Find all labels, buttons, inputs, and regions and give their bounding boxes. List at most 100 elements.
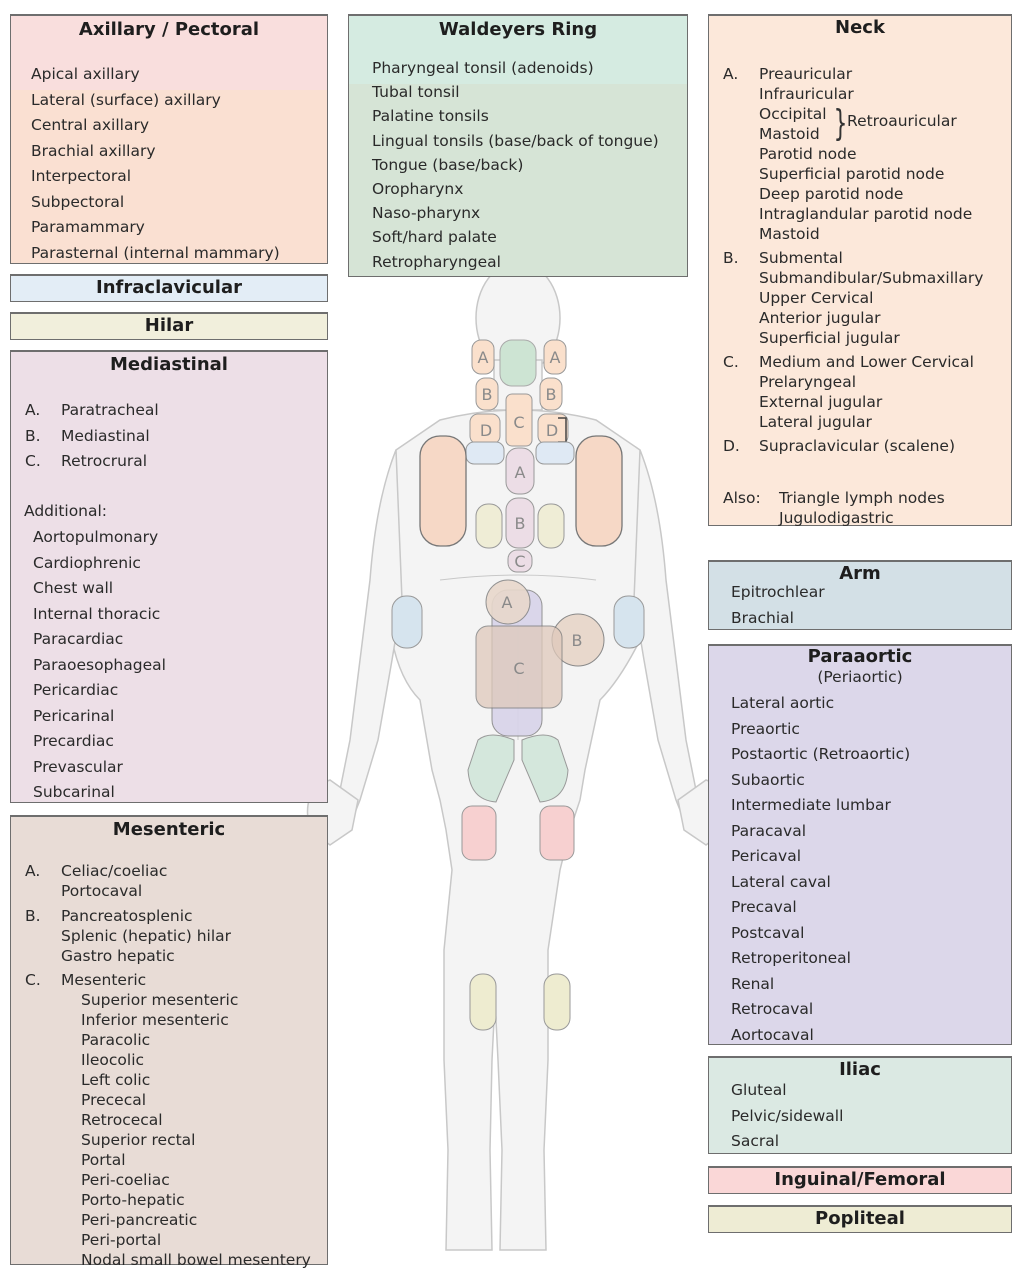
list-item: Prevascular [33, 755, 166, 781]
waldeyer-region [500, 340, 536, 386]
paraaortic-list: Lateral aortic Preaortic Postaortic (Ret… [731, 691, 910, 1048]
inguinal-right-region [540, 806, 574, 860]
list-item: Prececal [61, 1090, 311, 1110]
list-item: Internal thoracic [33, 602, 166, 628]
neck-d-right-label: D [546, 421, 558, 440]
popliteal-panel: Popliteal [708, 1205, 1012, 1233]
iliac-list: Gluteal Pelvic/sidewall Sacral [731, 1078, 843, 1155]
retroauricular-brace: } [834, 104, 848, 144]
list-item: Inferior mesenteric [61, 1010, 311, 1030]
mediastinal-groups: A.Paratracheal B.Mediastinal C.Retrocrur… [25, 398, 159, 475]
paraaortic-panel: Paraaortic (Periaortic) Lateral aortic P… [708, 644, 1012, 1045]
popliteal-title: Popliteal [709, 1207, 1011, 1231]
list-item: Medium and Lower Cervical [759, 352, 974, 372]
list-item: Peri-pancreatic [61, 1210, 311, 1230]
mediastinal-additional-label: Additional: [24, 502, 107, 520]
list-item: Oropharynx [372, 177, 659, 201]
paraaortic-title: Paraaortic [709, 647, 1011, 667]
iliac-panel: Iliac Gluteal Pelvic/sidewall Sacral [708, 1056, 1012, 1154]
list-item: C.Retrocrural [25, 449, 159, 475]
waldeyer-panel: Waldeyers Ring Pharyngeal tonsil (adenoi… [348, 14, 688, 277]
neck-also: Also: Triangle lymph nodes Jugulodigastr… [723, 488, 945, 528]
list-item: Submental [759, 248, 983, 268]
list-item: Superficial parotid node [759, 164, 972, 184]
axillary-list: Apical axillary Lateral (surface) axilla… [31, 62, 280, 266]
arm-left-region [392, 596, 422, 648]
list-item: Pericaval [731, 844, 910, 870]
inguinal-title: Inguinal/Femoral [709, 1168, 1011, 1192]
list-item: Pharyngeal tonsil (adenoids) [372, 56, 659, 80]
neck-group-letter: B. [723, 248, 759, 348]
retroauricular-label: Retroauricular [847, 112, 957, 130]
mesenteric-group-letter: C. [25, 970, 61, 1270]
waldeyer-list: Pharyngeal tonsil (adenoids) Tubal tonsi… [372, 56, 659, 274]
list-item: Peri-portal [61, 1230, 311, 1250]
inguinal-left-region [462, 806, 496, 860]
neck-group-letter: D. [723, 436, 759, 456]
neck-a-left-label: A [478, 348, 489, 367]
list-item: Superficial jugular [759, 328, 983, 348]
neck-a-right-label: A [550, 348, 561, 367]
hilar-title: Hilar [11, 314, 327, 338]
list-item: Lateral aortic [731, 691, 910, 717]
list-item: Retrocecal [61, 1110, 311, 1130]
infraclavicular-left-region [466, 442, 504, 464]
mediastinal-panel: Mediastinal A.Paratracheal B.Mediastinal… [10, 350, 328, 803]
list-item: Gastro hepatic [61, 946, 231, 966]
list-item: Postaortic (Retroaortic) [731, 742, 910, 768]
neck-group-d: D. Supraclavicular (scalene) [723, 436, 955, 456]
list-item: Soft/hard palate [372, 225, 659, 249]
list-item: Porto-hepatic [61, 1190, 311, 1210]
list-item: Brachial axillary [31, 139, 280, 165]
mesenteric-group-letter: A. [25, 861, 61, 901]
inguinal-panel: Inguinal/Femoral [708, 1166, 1012, 1194]
neck-c-label: C [513, 413, 524, 432]
mesenteric-c-label: C [513, 659, 524, 678]
list-item: Pericardiac [33, 678, 166, 704]
mesenteric-group-b: B. Pancreatosplenic Splenic (hepatic) hi… [25, 906, 231, 966]
list-item: Chest wall [33, 576, 166, 602]
list-item: Precaval [731, 895, 910, 921]
list-item: Submandibular/Submaxillary [759, 268, 983, 288]
axillary-right-region [576, 436, 622, 546]
list-item: Celiac/coeliac [61, 861, 167, 881]
list-item: Splenic (hepatic) hilar [61, 926, 231, 946]
list-item: Epitrochlear [731, 580, 825, 606]
list-item: Anterior jugular [759, 308, 983, 328]
list-item: Paracaval [731, 819, 910, 845]
list-item: Superior mesenteric [61, 990, 311, 1010]
neck-group-letter: C. [723, 352, 759, 432]
list-item: Paracardiac [33, 627, 166, 653]
neck-also-label: Also: [723, 488, 779, 528]
list-item: Peri-coeliac [61, 1170, 311, 1190]
list-item: Portocaval [61, 881, 167, 901]
list-item: Prelaryngeal [759, 372, 974, 392]
list-item: Subcarinal [33, 780, 166, 806]
mediastinal-a-label: A [515, 463, 526, 482]
list-item: Gluteal [731, 1078, 843, 1104]
neck-d-left-label: D [480, 421, 492, 440]
mesenteric-b-label: B [572, 631, 583, 650]
list-item: Upper Cervical [759, 288, 983, 308]
list-item: Paramammary [31, 215, 280, 241]
list-item: Mesenteric [61, 970, 311, 990]
axillary-title: Axillary / Pectoral [11, 19, 327, 41]
list-item: Precardiac [33, 729, 166, 755]
infraclavicular-panel: Infraclavicular [10, 274, 328, 302]
mesenteric-panel: Mesenteric A. Celiac/coeliac Portocaval … [10, 815, 328, 1265]
list-item: B.Mediastinal [25, 424, 159, 450]
list-item: Pancreatosplenic [61, 906, 231, 926]
mesenteric-group-a: A. Celiac/coeliac Portocaval [25, 861, 167, 901]
list-item: Lateral caval [731, 870, 910, 896]
list-item: Portal [61, 1150, 311, 1170]
list-item: Central axillary [31, 113, 280, 139]
neck-group-b: B. Submental Submandibular/Submaxillary … [723, 248, 983, 348]
infraclavicular-title: Infraclavicular [11, 276, 327, 300]
list-item: Aortopulmonary [33, 525, 166, 551]
list-item: Interpectoral [31, 164, 280, 190]
list-item: Cardiophrenic [33, 551, 166, 577]
mediastinal-additional-list: Aortopulmonary Cardiophrenic Chest wall … [33, 525, 166, 806]
list-item: Infrauricular [759, 84, 972, 104]
axillary-left-region [420, 436, 466, 546]
list-item: Paracolic [61, 1030, 311, 1050]
